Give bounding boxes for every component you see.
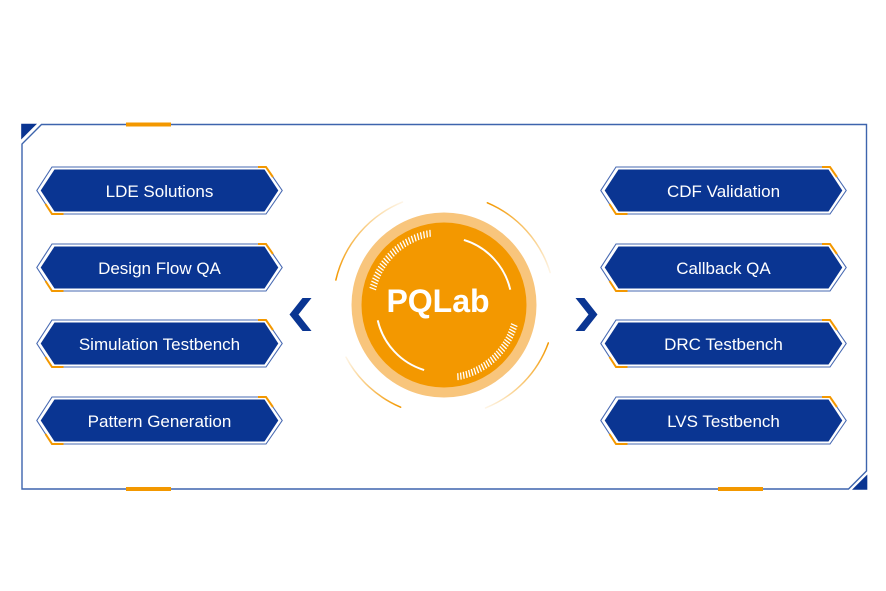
tick-mark [374,271,381,277]
frame-corner-triangle-top-left [21,123,37,140]
accent-bar-top [126,122,171,127]
tick-mark [384,255,391,262]
tick-mark [401,240,406,248]
accent-bar-bottom-right [718,487,763,491]
tick-mark [504,336,512,342]
tick-mark [378,262,386,269]
tick-mark [484,360,490,367]
tick-mark [389,250,395,257]
tick-mark [509,325,517,331]
tick-mark [393,246,399,253]
chevron-right-icon[interactable] [575,297,599,332]
tick-mark [398,242,404,249]
tick-mark [482,361,487,369]
tick-mark [371,277,379,282]
tick-mark [508,328,516,334]
module-button-label: Simulation Testbench [78,335,241,355]
tick-mark [503,338,510,345]
tick-mark [410,235,414,243]
tick-mark [495,350,501,357]
module-button-callback-qa[interactable]: Callback QA [599,242,848,292]
tick-mark [404,238,409,246]
tick-mark [380,260,387,266]
tick-mark [477,364,482,372]
tick-mark [510,323,518,328]
tick-mark [416,233,420,241]
tick-mark [369,283,377,288]
chevron-right-shape [575,298,598,331]
tick-mark [370,280,378,285]
module-button-label: LDE Solutions [105,182,214,201]
tick-mark [422,231,425,239]
module-button-label: Callback QA [676,258,771,278]
tick-mark [396,244,401,251]
pqlab-logo-badge: PQLab [334,201,551,409]
tick-mark [386,252,393,259]
module-button-label: LVS Testbench [667,412,780,431]
tick-mark [507,331,515,336]
module-button-pattern-generation[interactable]: Pattern Generation [35,396,284,445]
tick-mark [489,356,495,364]
white-arc [376,320,424,371]
orbit-arcs [334,201,551,409]
left-module-column: LDE Solutions Design Flow QA Simulation … [35,166,284,445]
tick-mark [462,371,465,379]
tick-mark [419,232,422,240]
orbit-arc [334,201,403,281]
tick-mark [377,265,384,272]
tick-mark [470,368,474,376]
tick-mark [498,346,505,352]
tick-mark [407,237,411,245]
tick-mark [382,257,389,264]
module-button-lde-solutions[interactable]: LDE Solutions [35,166,284,215]
module-button-simulation-testbench[interactable]: Simulation Testbench [35,319,284,369]
tick-mark [459,372,462,380]
module-button-label: CDF Validation [666,182,781,201]
tick-mark [391,248,397,255]
tick-mark [368,286,376,291]
chevron-left-shape [289,298,312,331]
inner-white-arcs [376,239,511,371]
right-module-column: CDF Validation Callback QA DRC Testbench… [599,166,848,445]
tick-mark [467,369,471,378]
tick-mark [475,366,479,374]
accent-bar-bottom-left [126,487,171,491]
white-arc [463,239,511,290]
tick-mark [464,370,468,378]
tick-mark [497,348,503,355]
module-button-cdf-validation[interactable]: CDF Validation [599,166,848,215]
orbit-arc [486,202,551,274]
tick-mark [413,234,417,242]
module-button-design-flow-qa[interactable]: Design Flow QA [35,242,284,292]
module-button-drc-testbench[interactable]: DRC Testbench [599,319,848,369]
tick-mark [487,358,492,366]
orbit-arc [344,356,401,408]
tick-marks [368,229,518,381]
frame-corner-triangle-bottom-right [852,474,868,490]
tick-mark [500,343,507,350]
module-button-label: Pattern Generation [87,412,232,431]
module-button-label: DRC Testbench [664,335,783,355]
tick-mark [506,333,513,339]
tick-mark [491,354,497,362]
tick-mark [480,363,485,371]
tick-mark [502,341,509,347]
tick-mark [425,230,428,238]
tick-mark [372,274,380,280]
tick-mark [493,352,499,359]
chevron-left-icon[interactable] [288,297,312,332]
module-button-lvs-testbench[interactable]: LVS Testbench [599,396,848,445]
tick-mark [472,367,476,375]
module-button-label: Design Flow QA [98,258,221,278]
logo-text: PQLab [386,283,489,319]
orbit-arc [484,342,549,409]
tick-mark [375,268,383,274]
logo-disc [361,222,526,388]
